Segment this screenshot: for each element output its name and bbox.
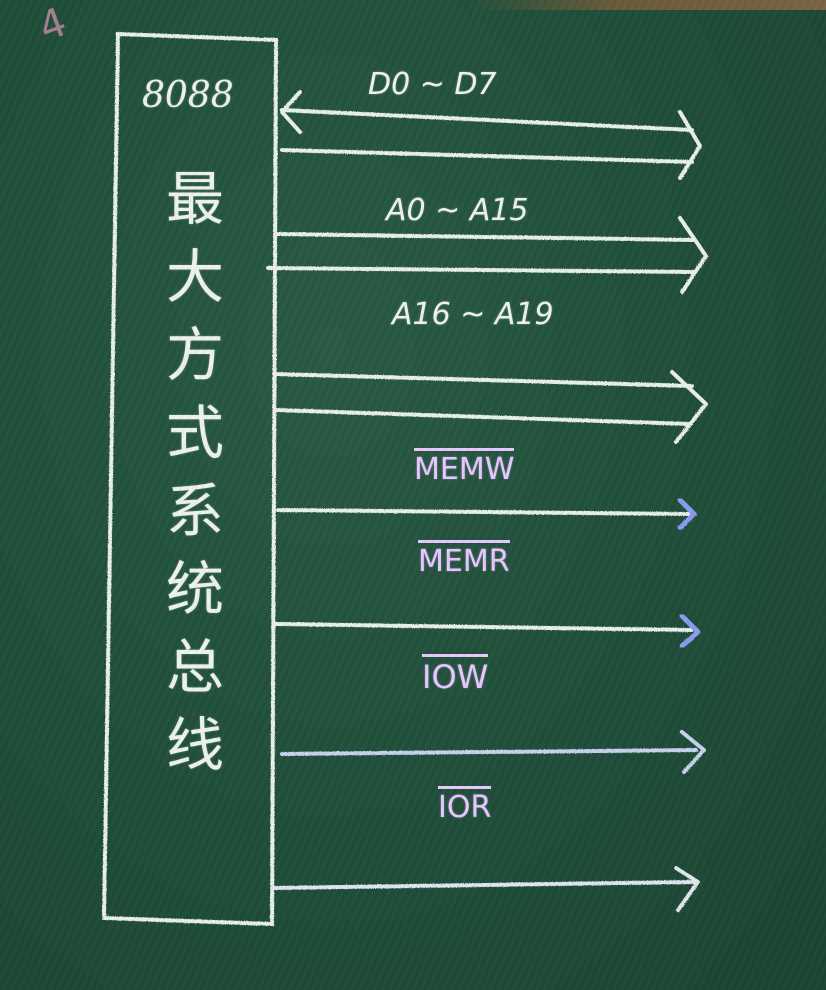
bus-label-address-high: A16 ~ A19 [392,297,554,332]
mode-char: 系 [165,477,224,545]
bus-label-ior: IOR [438,786,492,823]
ior-signal-arrow [272,866,700,912]
bus-label-memw: MEMW [414,448,515,485]
mode-char: 大 [165,243,224,311]
cpu-mode-vertical-text: 最 大 方 式 系 统 总 线 [140,160,250,784]
iow-signal-arrow [280,730,706,774]
cpu-box [101,31,279,927]
address-bus-high-arrow [274,370,708,444]
bus-label-iow: IOW [422,654,489,693]
memr-signal-arrow [274,613,701,649]
address-bus-low-arrow [266,216,708,294]
bus-label-address-low: A0 ~ A15 [386,193,529,228]
bus-label-memr: MEMR [418,540,510,577]
memw-signal-arrow [276,497,697,531]
mode-char: 最 [165,165,224,233]
data-bus-arrow [280,90,702,180]
mode-char: 方 [165,321,224,389]
mode-char: 线 [165,711,224,779]
mode-char: 统 [165,555,224,623]
mode-char: 总 [165,633,224,701]
bus-label-data: D0 ~ D7 [368,67,497,102]
board-frame-edge [470,0,826,10]
cpu-title: 8088 [142,75,234,116]
mode-char: 式 [165,399,224,467]
